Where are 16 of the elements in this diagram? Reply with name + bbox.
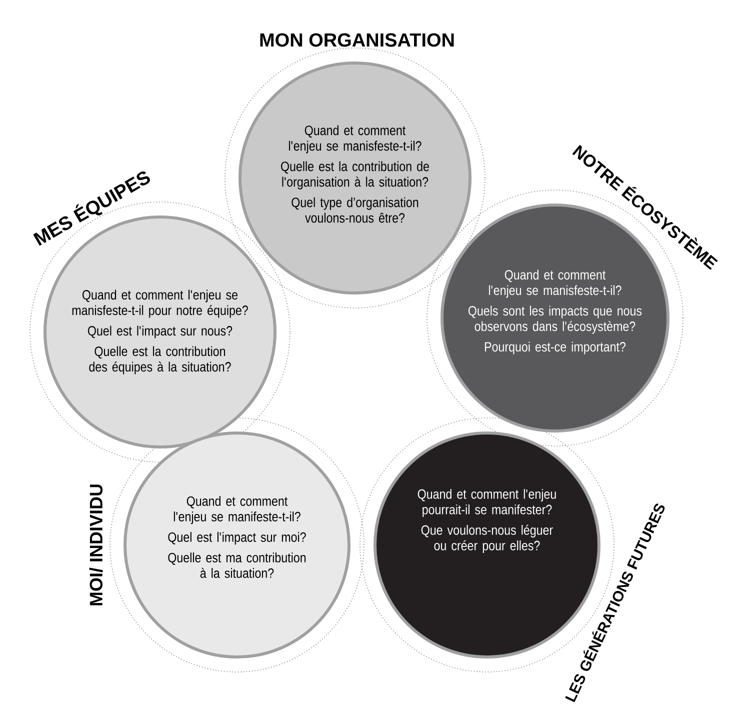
question: Quelle est ma contribution à la situation? — [168, 552, 306, 578]
question: Quels sont les impacts que nous observons dans l'écosystème? — [468, 306, 642, 334]
question: Quel est l'impact sur moi? — [168, 532, 306, 545]
question: Quand et comment l'enjeu se manifeste-t-il? — [174, 496, 300, 524]
question: Quelle est la contribution de l'organisation à la situation? — [281, 161, 429, 190]
question: Quand et comment l'enjeu se manisfeste-t-il? — [489, 270, 622, 298]
question: Quelle est la contribution des équipes à la situation? — [89, 346, 231, 374]
question: Quand et comment l'enjeu pourrait-il se manifester? — [418, 488, 556, 518]
question: Quel type d’organisation voulons-nous être? — [292, 197, 418, 223]
circle-heading: MOI/ INDIVIDU — [89, 484, 103, 606]
question: Quand et comment l'enjeu se manisfeste-t-il pour notre équipe? — [72, 290, 248, 318]
question: Quand et comment l'enjeu se manisfeste-t-il? — [289, 125, 422, 154]
question: Que voulons-nous léguer ou créer pour elles? — [421, 524, 553, 554]
circle-heading: MON ORGANISATION — [260, 33, 454, 47]
question: Quel est l'impact sur nous? — [88, 326, 232, 338]
question: Pourquoi est-ce important? — [485, 342, 626, 354]
